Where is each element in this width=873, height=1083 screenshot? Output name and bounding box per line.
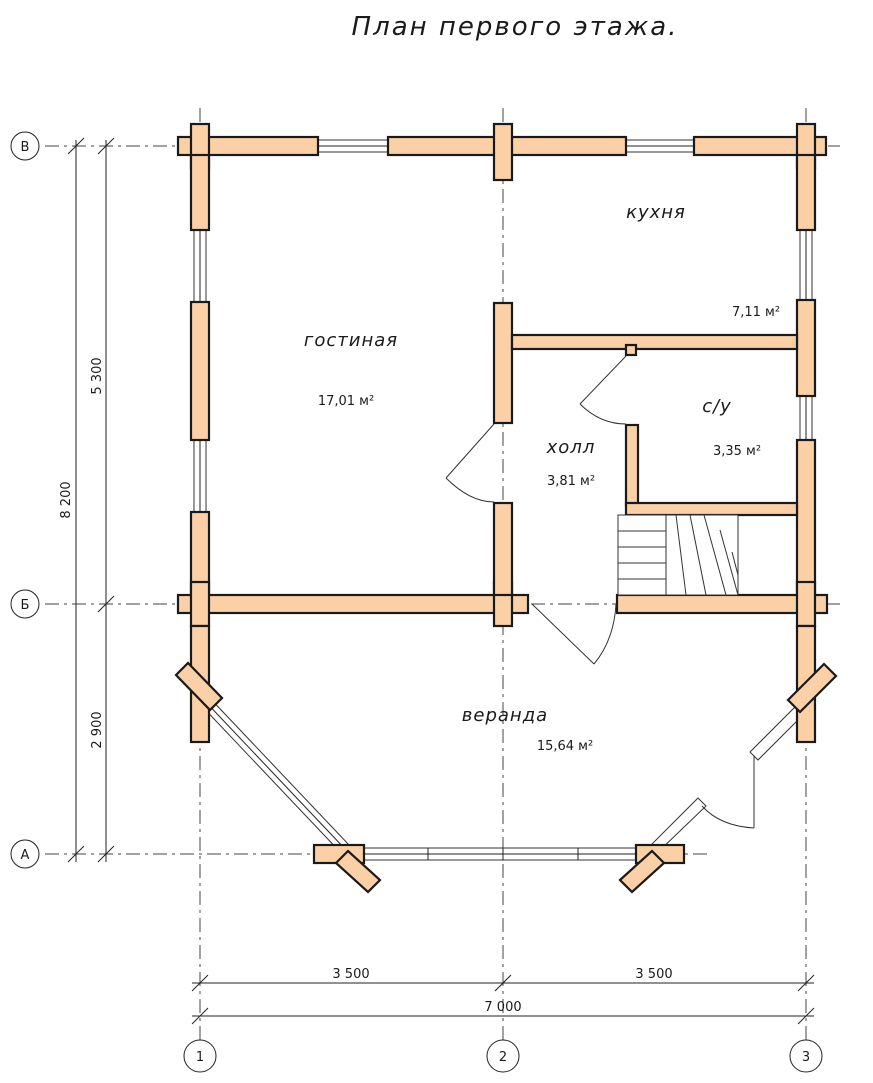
svg-text:Б: Б	[21, 598, 30, 613]
dim-horizontal-right: 3 500	[635, 967, 672, 982]
axis-marker-col-1: 1	[183, 1039, 217, 1073]
svg-text:А: А	[21, 848, 30, 863]
walls	[174, 122, 838, 894]
room-hall-name: холл	[546, 437, 596, 458]
room-hall-area: 3,81 м²	[547, 474, 595, 489]
dim-vertical-total: 8 200	[59, 481, 74, 518]
plan-title: План первого этажа.	[352, 12, 679, 42]
room-hall: холл 3,81 м²	[546, 437, 596, 489]
svg-text:В: В	[21, 140, 30, 155]
axis-marker-row-v: В	[10, 131, 40, 161]
axis-marker-row-a: А	[10, 839, 40, 869]
windows	[193, 139, 813, 861]
dim-horizontal-total: 7 000	[484, 1000, 521, 1015]
doors	[445, 355, 755, 829]
svg-text:1: 1	[196, 1050, 204, 1065]
room-bathroom-area: 3,35 м²	[713, 444, 761, 459]
dim-vertical-upper: 5 300	[90, 357, 105, 394]
room-living-name: гостиная	[304, 330, 398, 351]
vertical-dimensions: 8 200 5 300 2 900	[59, 137, 115, 863]
room-kitchen: кухня 7,11 м²	[626, 202, 780, 320]
dim-vertical-lower: 2 900	[90, 711, 105, 748]
axis-marker-col-2: 2	[486, 1039, 520, 1073]
room-veranda-name: веранда	[462, 705, 548, 726]
horizontal-dimensions: 3 500 3 500 7 000	[191, 967, 815, 1025]
axis-marker-col-3: 3	[789, 1039, 823, 1073]
room-bathroom: с/у 3,35 м²	[702, 396, 761, 459]
svg-text:3: 3	[802, 1050, 810, 1065]
room-living: гостиная 17,01 м²	[304, 330, 398, 409]
room-bathroom-name: с/у	[702, 396, 732, 417]
svg-text:2: 2	[499, 1050, 507, 1065]
room-kitchen-name: кухня	[626, 202, 686, 223]
staircase	[617, 514, 739, 596]
room-veranda-area: 15,64 м²	[537, 739, 593, 754]
room-veranda: веранда 15,64 м²	[462, 705, 593, 754]
room-living-area: 17,01 м²	[318, 394, 374, 409]
dim-horizontal-left: 3 500	[332, 967, 369, 982]
room-kitchen-area: 7,11 м²	[732, 305, 780, 320]
axis-marker-row-b: Б	[10, 589, 40, 619]
